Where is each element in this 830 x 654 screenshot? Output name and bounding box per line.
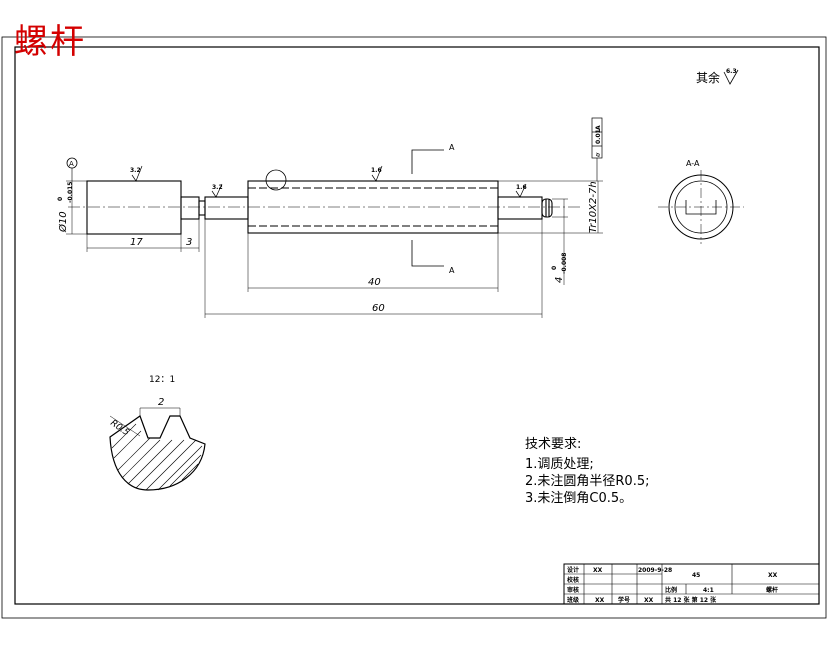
- screw-shaft: [86, 180, 553, 235]
- outer-frame: [1, 36, 827, 619]
- dimension-40: 40: [247, 233, 499, 292]
- detail-scale: 12：1: [149, 375, 175, 385]
- dim-17-label: 17: [130, 237, 143, 248]
- thread-dimension: Tr10X2-7h: [498, 180, 603, 234]
- tb-class-label: 班级: [567, 596, 579, 604]
- tb-company: XX: [768, 572, 778, 579]
- tb-review-label: 审核: [567, 586, 579, 594]
- tb-scale-label: 比例: [665, 586, 677, 594]
- tb-student-value: XX: [644, 597, 654, 604]
- tolerance-symbol: ⌭: [595, 152, 602, 158]
- roughness-mark-1: 3.2: [130, 165, 143, 182]
- tolerance-datum: A: [595, 125, 602, 130]
- roughness-rest-label: 其余: [696, 70, 720, 85]
- diameter-tol-upper: 0: [57, 197, 64, 201]
- tb-sheet-count: 共 12 张 第 12 张: [665, 596, 717, 604]
- diameter-tol-lower: -0.015: [67, 182, 74, 203]
- tolerance-frame: ⌭ 0.01 A: [591, 117, 603, 181]
- key-width-value: 4: [554, 277, 565, 283]
- tb-student-label: 学号: [618, 596, 630, 604]
- roughness-value-2: 3.2: [212, 184, 223, 191]
- roughness-mark-4: 1.6: [515, 183, 527, 198]
- roughness-value-1: 3.2: [130, 167, 141, 174]
- dimension-17: 17: [86, 219, 182, 252]
- drawing-title: 螺杆: [14, 22, 86, 62]
- thread-label: Tr10X2-7h: [588, 181, 599, 233]
- tb-check-label: 校核: [567, 576, 579, 584]
- tb-scale-value: 4:1: [703, 587, 714, 594]
- dim-3-label: 3: [186, 237, 192, 248]
- tb-part-name: 螺杆: [766, 586, 778, 594]
- roughness-rest-note: 其余 6.3: [696, 68, 739, 85]
- key-width-dimension: 4 0 -0.008: [551, 198, 568, 285]
- key-tol-lower: -0.008: [561, 253, 568, 274]
- section-cut-bottom: A: [411, 240, 455, 275]
- roughness-mark-2: 3.2: [211, 183, 223, 198]
- diameter-dimension: Ø10 0 -0.015: [57, 180, 87, 235]
- section-view: A-A: [658, 159, 744, 244]
- diameter-value: Ø10: [57, 211, 69, 233]
- detail-circle-marker: [265, 169, 287, 191]
- dim-60-label: 60: [372, 303, 385, 314]
- tb-design-label: 设计: [567, 566, 579, 574]
- section-cut-top: A: [411, 143, 455, 174]
- tb-date: 2009-9-28: [638, 567, 672, 574]
- dim-40-label: 40: [368, 277, 381, 288]
- dimension-3: 3: [181, 219, 200, 252]
- key-tol-upper: 0: [551, 266, 558, 270]
- section-mark-bottom: A: [449, 266, 455, 275]
- roughness-value-4: 1.6: [516, 184, 527, 191]
- tb-material: 45: [692, 572, 700, 579]
- title-block: 设计 XX 2009-9-28 45 XX 校核 审核 比例 4:1 螺杆 班级…: [563, 563, 820, 605]
- section-view-label: A-A: [686, 159, 700, 168]
- section-mark-top: A: [449, 143, 455, 152]
- inner-frame: [14, 46, 820, 605]
- roughness-mark-3: 1.6: [371, 165, 383, 182]
- tech-item-1: 1.调质处理;: [525, 457, 594, 472]
- roughness-rest-value: 6.3: [726, 68, 737, 75]
- tolerance-value: 0.01: [595, 129, 602, 144]
- tb-design-value: XX: [593, 567, 603, 574]
- tb-class-value: XX: [595, 597, 605, 604]
- tech-heading: 技术要求:: [525, 437, 581, 452]
- detail-width: 2: [158, 397, 164, 408]
- technical-requirements: 技术要求: 1.调质处理; 2.未注圆角半径R0.5; 3.未注倒角C0.5。: [525, 437, 650, 506]
- tech-item-2: 2.未注圆角半径R0.5;: [525, 474, 650, 489]
- detail-view: 12：1 2 R0.5: [108, 375, 206, 491]
- datum-marker: A: [66, 157, 78, 181]
- datum-label: A: [69, 160, 74, 168]
- tech-item-3: 3.未注倒角C0.5。: [525, 491, 632, 506]
- dimension-60: 60: [204, 219, 543, 318]
- roughness-value-3: 1.6: [371, 167, 382, 174]
